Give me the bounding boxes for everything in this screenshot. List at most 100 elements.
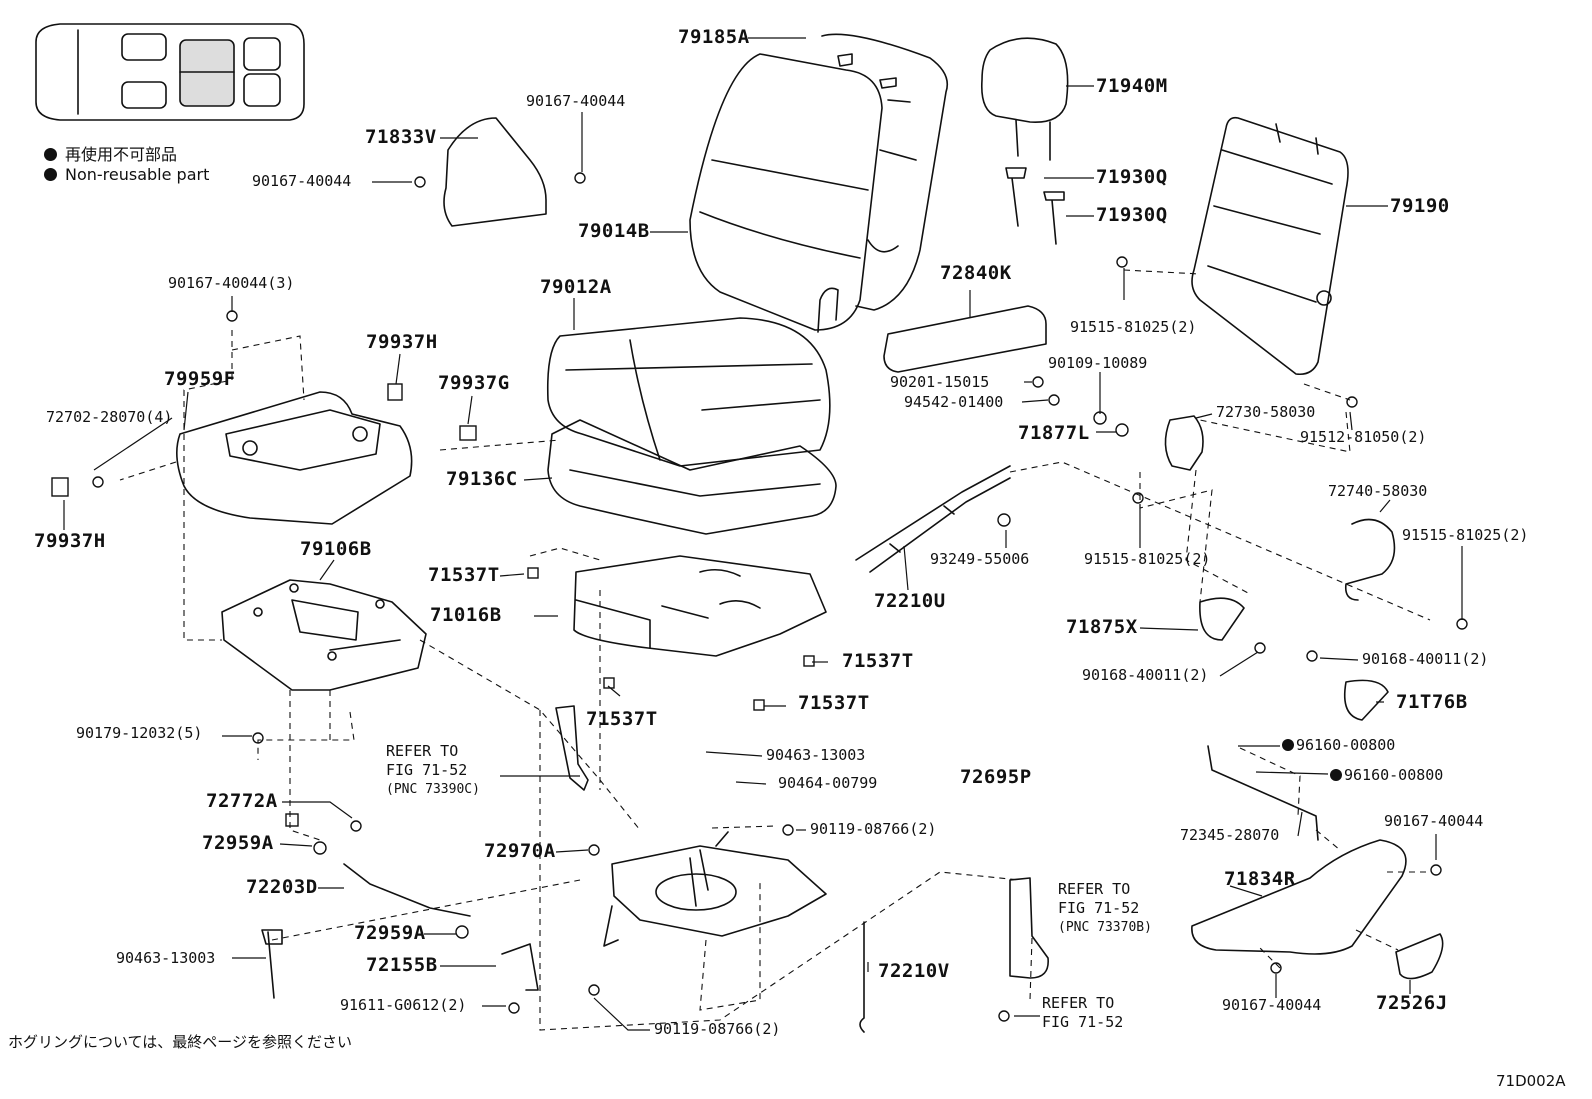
part-label-72702-28070-4[interactable]: 72702-28070(4) [46,408,173,426]
hog-ring-note: ホグリングについては、最終ページを参照ください [8,1033,352,1051]
part-label-79190[interactable]: 79190 [1390,195,1450,217]
part-number-text: 96160-00800 [1344,766,1444,784]
part-label-71537T[interactable]: 71537T [428,564,500,586]
part-label-90463-13003[interactable]: 90463-13003 [766,746,866,764]
cover-71T76B [1343,679,1389,721]
seat-cushion-cover [546,317,831,467]
part-label-71T76B[interactable]: 71T76B [1396,691,1468,713]
legend-line-1: 再使用不可部品 [44,141,177,165]
non-reusable-dot-icon [44,168,57,181]
armrest-pad [883,305,1047,373]
part-label-71537T[interactable]: 71537T [798,692,870,714]
seat-track [603,831,827,947]
part-label-72840K[interactable]: 72840K [940,262,1012,284]
part-label-79937G[interactable]: 79937G [438,372,510,394]
part-label-79136C[interactable]: 79136C [446,468,518,490]
part-label-72526J[interactable]: 72526J [1376,992,1448,1014]
headrest [980,37,1069,245]
part-label-71833V[interactable]: 71833V [365,126,437,148]
part-label-72959A[interactable]: 72959A [202,832,274,854]
refer-to-note-fig-71-52[interactable]: REFER TO FIG 71-52 [1042,994,1123,1032]
side-shield [176,391,413,525]
part-label-72695P[interactable]: 72695P [960,766,1032,788]
part-label-79185A[interactable]: 79185A [678,26,750,48]
part-label-72155B[interactable]: 72155B [366,954,438,976]
non-reusable-dot-icon [1282,739,1294,751]
refer-line: FIG 71-52 [1042,1013,1124,1031]
part-label-72772A[interactable]: 72772A [206,790,278,812]
part-label-72730-58030[interactable]: 72730-58030 [1216,403,1316,421]
non-reusable-dot-icon [1330,769,1342,781]
part-label-90179-12032-5[interactable]: 90179-12032(5) [76,724,203,742]
part-label-90109-10089[interactable]: 90109-10089 [1048,354,1148,372]
part-label-71940M[interactable]: 71940M [1096,75,1168,97]
recliner-72740 [1344,518,1396,601]
recliner-72730 [1164,415,1204,471]
refer-to-note-73370B[interactable]: REFER TO FIG 71-52 (PNC 73370B) [1058,880,1152,937]
part-label-90167-40044-3[interactable]: 90167-40044(3) [168,274,295,292]
part-label-90167-40044[interactable]: 90167-40044 [526,92,626,110]
part-label-90201-15015[interactable]: 90201-15015 [890,373,990,391]
part-label-72970A[interactable]: 72970A [484,840,556,862]
seat-cushion-pad [547,419,837,535]
part-label-71016B[interactable]: 71016B [430,604,502,626]
part-label-93249-55006[interactable]: 93249-55006 [930,550,1030,568]
part-label-71875X[interactable]: 71875X [1066,616,1138,638]
part-label-91611-G0612-2[interactable]: 91611-G0612(2) [340,996,467,1014]
refer-line: FIG 71-52 [1058,899,1140,917]
legend-line-2: Non-reusable part [44,165,209,184]
part-label-96160-00800[interactable]: 96160-00800 [1330,768,1443,783]
part-label-90119-08766-2[interactable]: 90119-08766(2) [654,1020,781,1038]
legend-text-en: Non-reusable part [65,165,210,184]
part-label-72959A[interactable]: 72959A [354,922,426,944]
part-label-71877L[interactable]: 71877L [1018,422,1090,444]
part-label-96160-00800[interactable]: 96160-00800 [1282,738,1395,753]
refer-line: REFER TO [386,742,459,760]
part-label-91515-81025-2[interactable]: 91515-81025(2) [1084,550,1211,568]
part-label-79012A[interactable]: 79012A [540,276,612,298]
cover-71833V [443,117,547,227]
leader-lines [63,37,1463,1031]
part-number-text: 96160-00800 [1296,736,1396,754]
part-label-71930Q[interactable]: 71930Q [1096,166,1168,188]
part-label-90167-40044[interactable]: 90167-40044 [1222,996,1322,1014]
part-label-91515-81025-2[interactable]: 91515-81025(2) [1402,526,1529,544]
part-label-72345-28070[interactable]: 72345-28070 [1180,826,1280,844]
part-label-71930Q[interactable]: 71930Q [1096,204,1168,226]
part-label-72740-58030[interactable]: 72740-58030 [1328,482,1428,500]
part-label-79106B[interactable]: 79106B [300,538,372,560]
part-label-90168-40011-2[interactable]: 90168-40011(2) [1362,650,1489,668]
part-label-72210V[interactable]: 72210V [878,960,950,982]
part-label-72210U[interactable]: 72210U [874,590,946,612]
refer-line: (PNC 73370B) [1058,920,1152,935]
non-reusable-dot-icon [44,148,57,161]
lever-72203D [343,863,471,917]
seat-back-cushion [689,33,949,333]
part-label-72203D[interactable]: 72203D [246,876,318,898]
part-label-90167-40044[interactable]: 90167-40044 [252,172,352,190]
fasteners [51,172,1468,1022]
refer-line: REFER TO [1058,880,1131,898]
part-label-91512-81050-2[interactable]: 91512-81050(2) [1300,428,1427,446]
refer-to-note-73390C[interactable]: REFER TO FIG 71-52 (PNC 73390C) [386,742,480,799]
part-label-94542-01400[interactable]: 94542-01400 [904,393,1004,411]
part-label-71537T[interactable]: 71537T [586,708,658,730]
part-label-90168-40011-2[interactable]: 90168-40011(2) [1082,666,1209,684]
part-label-79937H[interactable]: 79937H [34,530,106,552]
part-label-90167-40044[interactable]: 90167-40044 [1384,812,1484,830]
rod-72345 [1207,745,1319,841]
part-label-71537T[interactable]: 71537T [842,650,914,672]
part-label-91515-81025-2[interactable]: 91515-81025(2) [1070,318,1197,336]
cushion-frame-79106B [221,579,427,691]
part-label-79937H[interactable]: 79937H [366,331,438,353]
part-label-71834R[interactable]: 71834R [1224,868,1296,890]
part-label-79959F[interactable]: 79959F [164,368,236,390]
part-label-90464-00799[interactable]: 90464-00799 [778,774,878,792]
part-label-90463-13003[interactable]: 90463-13003 [116,949,216,967]
knob-72526J [1395,933,1444,980]
refer-line: REFER TO [1042,994,1115,1012]
part-label-79014B[interactable]: 79014B [578,220,650,242]
vehicle-overview [35,23,305,121]
part-label-90119-08766-2[interactable]: 90119-08766(2) [810,820,937,838]
